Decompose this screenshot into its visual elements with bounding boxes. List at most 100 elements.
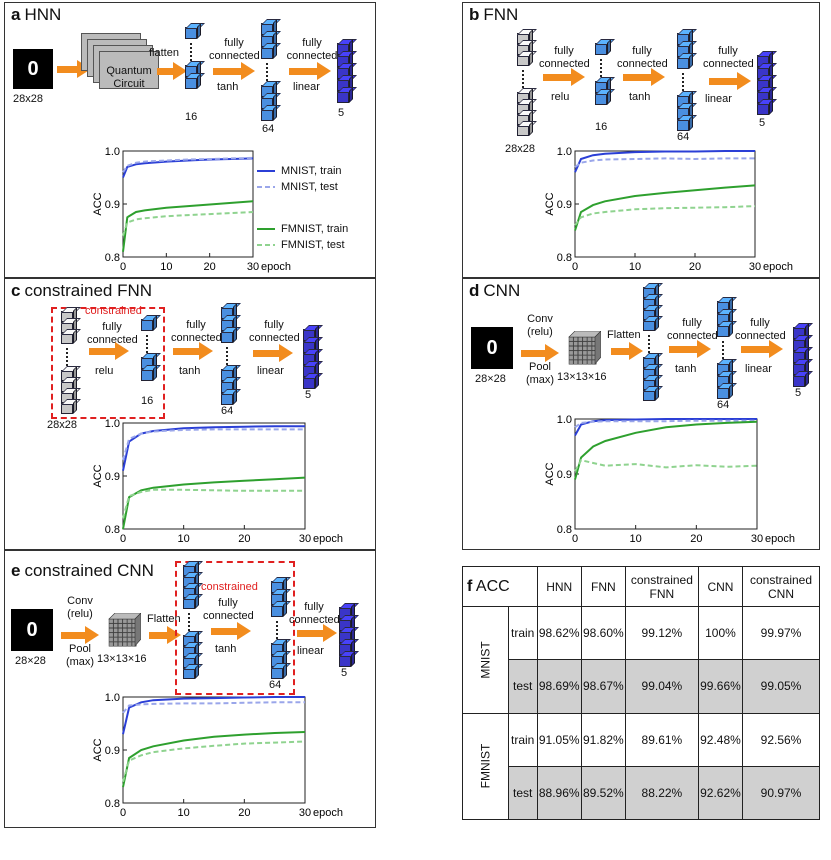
input-size-label: 28×28 (15, 655, 46, 667)
neuron-cube-side (607, 39, 611, 55)
feature-cell (117, 632, 123, 638)
neuron-cube (185, 77, 197, 89)
activation-label: linear (293, 81, 320, 93)
activation-label: linear (745, 363, 772, 375)
y-tick-label: 0.8 (105, 252, 120, 264)
x-axis-label: epoch (313, 807, 343, 819)
activation-label: tanh (217, 81, 239, 93)
activation-label: relu (551, 91, 570, 103)
column-header: HNN (536, 566, 582, 607)
layer-size-64: 64 (269, 679, 282, 691)
conv-label: Conv (relu) (67, 595, 93, 620)
plot-frame (122, 422, 306, 530)
plot-frame (574, 150, 756, 258)
table-cell: 92.62% (697, 765, 744, 821)
feature-size-label: 13×13×16 (97, 653, 147, 665)
feature-cell (587, 336, 592, 342)
feature-side (134, 613, 141, 647)
fc-label: fully connected (203, 597, 254, 622)
x-axis-label: epoch (763, 261, 793, 273)
x-tick-label: 0 (120, 533, 126, 545)
y-axis-label: ACC (92, 192, 104, 215)
feature-cell (113, 637, 119, 642)
x-tick-label: 20 (689, 261, 701, 273)
neuron-cube (339, 655, 351, 667)
neuron-cube (61, 333, 73, 344)
table-cell: 91.82% (580, 712, 626, 767)
series-line (122, 731, 306, 788)
x-axis-label: epoch (313, 533, 343, 545)
feature-cell (122, 627, 128, 633)
activation-label: tanh (629, 91, 651, 103)
y-axis-label: ACC (544, 192, 556, 215)
feature-cell (122, 641, 128, 647)
feature-cell (127, 632, 132, 638)
series-line (122, 211, 254, 237)
series-line (574, 184, 756, 231)
x-tick-label: 0 (120, 261, 126, 273)
series-line (122, 696, 305, 735)
neuron-cube (643, 320, 655, 331)
neuron-cube-side (805, 371, 809, 387)
fc-label: fully connected (249, 319, 300, 344)
feature-cell (127, 618, 132, 624)
y-tick-label: 0.8 (105, 524, 120, 536)
series-line (122, 156, 254, 173)
table-title: f ACC (462, 566, 538, 607)
series-line (122, 701, 305, 714)
feature-cell (113, 618, 119, 624)
x-tick-label: 30 (749, 261, 761, 273)
x-tick-label: 20 (690, 533, 702, 545)
input-digit-image: 0 (11, 609, 53, 651)
feature-cell (582, 336, 588, 342)
feature-cell (587, 341, 592, 347)
neuron-cube (643, 390, 655, 401)
feature-cell (568, 341, 574, 347)
x-tick-label: 20 (204, 261, 216, 273)
column-header: constrained CNN (742, 566, 820, 607)
y-tick-label: 0.8 (105, 798, 120, 810)
table-cell: 99.66% (697, 659, 744, 714)
output-size: 5 (305, 389, 312, 401)
table-cell: 99.97% (742, 605, 820, 661)
input-digit-image: 0 (13, 49, 53, 89)
feature-cell (113, 623, 119, 629)
flatten-label: Flatten (607, 329, 641, 341)
neuron-cube (303, 377, 315, 389)
series-line (574, 150, 755, 173)
feature-cell (113, 627, 119, 633)
table-cell: 92.56% (742, 712, 820, 767)
x-tick-label: 30 (247, 261, 259, 273)
fc-label: fully connected (209, 37, 260, 62)
row-split-label: train (507, 712, 538, 767)
layer-size-16: 16 (595, 121, 608, 133)
neuron-cube (517, 55, 529, 66)
ellipsis-dots (276, 621, 280, 639)
table-cell: 99.12% (624, 605, 699, 661)
feature-cell (568, 336, 574, 342)
neuron-cube (261, 47, 273, 59)
feature-cell (568, 355, 574, 360)
x-tick-label: 10 (629, 261, 641, 273)
feature-cell (122, 623, 128, 629)
neuron-cube-side (769, 99, 773, 115)
ellipsis-dots (146, 335, 150, 353)
input-size-label: 28x28 (47, 419, 77, 431)
feature-cell (587, 359, 592, 365)
feature-cell (108, 618, 114, 624)
feature-cell (582, 350, 588, 356)
series-line (122, 157, 254, 178)
feature-cell (582, 345, 588, 351)
layer-size-64: 64 (677, 131, 690, 143)
feature-cell (587, 345, 592, 351)
y-tick-label: 0.8 (557, 252, 572, 264)
feature-top (568, 331, 601, 338)
feature-top (108, 613, 141, 620)
legend-fmnist-test: FMNIST, test (281, 239, 345, 251)
y-tick-label: 1.0 (557, 414, 572, 426)
table-cell: 98.69% (536, 659, 582, 714)
